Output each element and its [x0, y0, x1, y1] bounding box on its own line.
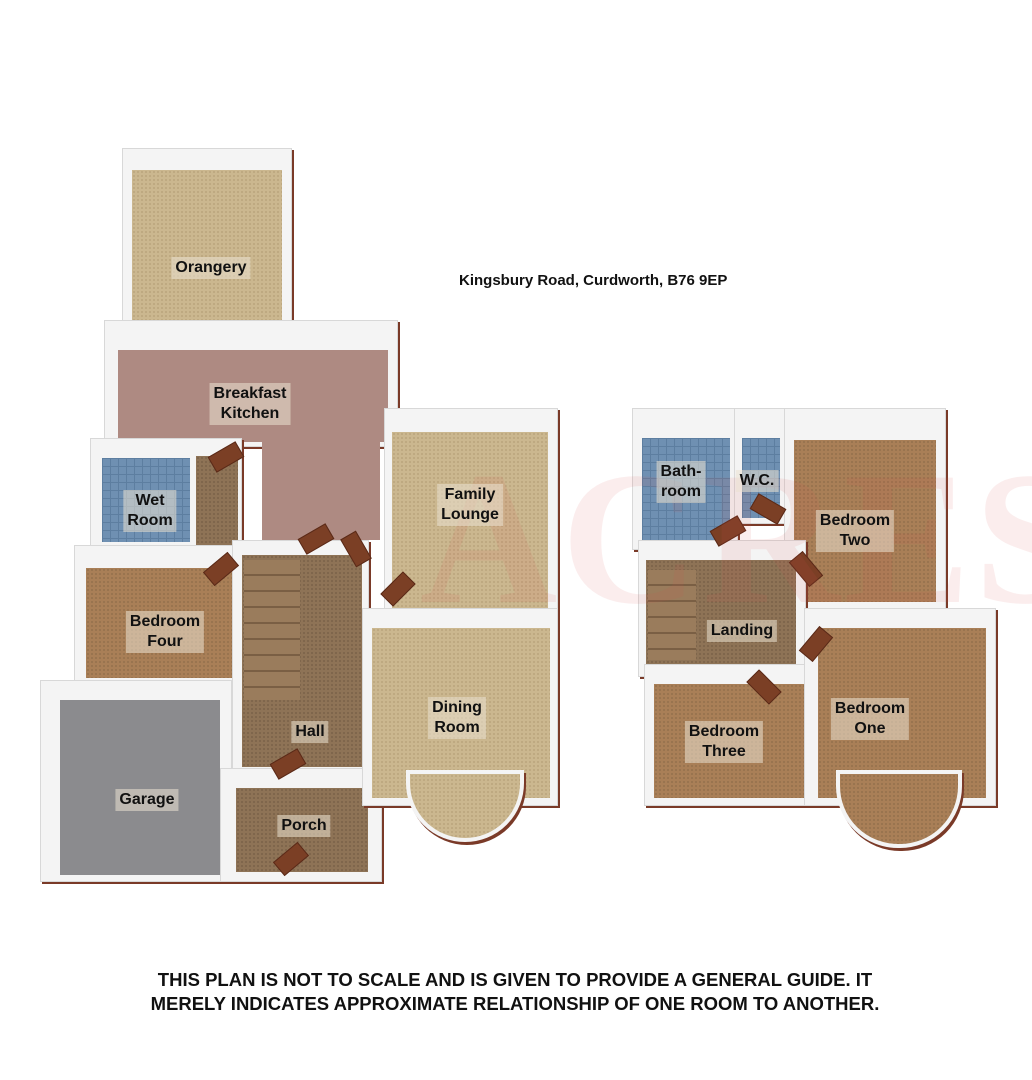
family-lounge-floor	[392, 432, 548, 630]
room-label-family-lounge: Family Lounge	[437, 484, 503, 526]
dining-room-bay	[406, 770, 524, 842]
room-label-dining-room: Dining Room	[428, 697, 486, 739]
room-label-breakfast-kitchen: Breakfast Kitchen	[209, 383, 291, 425]
kitchen-floor-extension	[262, 440, 380, 540]
bedroom-one-bay	[836, 770, 962, 848]
landing-staircase	[648, 570, 696, 660]
room-label-hall: Hall	[291, 721, 329, 743]
room-label-bedroom-one: Bedroom One	[830, 698, 910, 740]
room-label-wet-room: Wet Room	[123, 490, 177, 532]
room-label-bedroom-two: Bedroom Two	[815, 510, 895, 552]
room-label-porch: Porch	[277, 815, 331, 837]
orangery-floor	[132, 170, 282, 342]
scale-disclaimer: THIS PLAN IS NOT TO SCALE AND IS GIVEN T…	[150, 969, 880, 1014]
room-label-bedroom-four: Bedroom Four	[125, 611, 205, 653]
staircase	[244, 560, 300, 700]
corridor-floor	[196, 456, 238, 556]
room-label-orangery: Orangery	[171, 257, 251, 279]
room-label-garage: Garage	[115, 789, 179, 811]
agency-watermark: ACRES	[420, 434, 1032, 644]
room-label-wc: W.C.	[735, 470, 779, 492]
property-address: Kingsbury Road, Curdworth, B76 9EP	[459, 272, 728, 289]
garage-floor	[60, 700, 220, 875]
room-label-landing: Landing	[706, 620, 778, 642]
room-label-bedroom-three: Bedroom Three	[684, 721, 764, 763]
room-label-bathroom: Bath- room	[656, 461, 706, 503]
